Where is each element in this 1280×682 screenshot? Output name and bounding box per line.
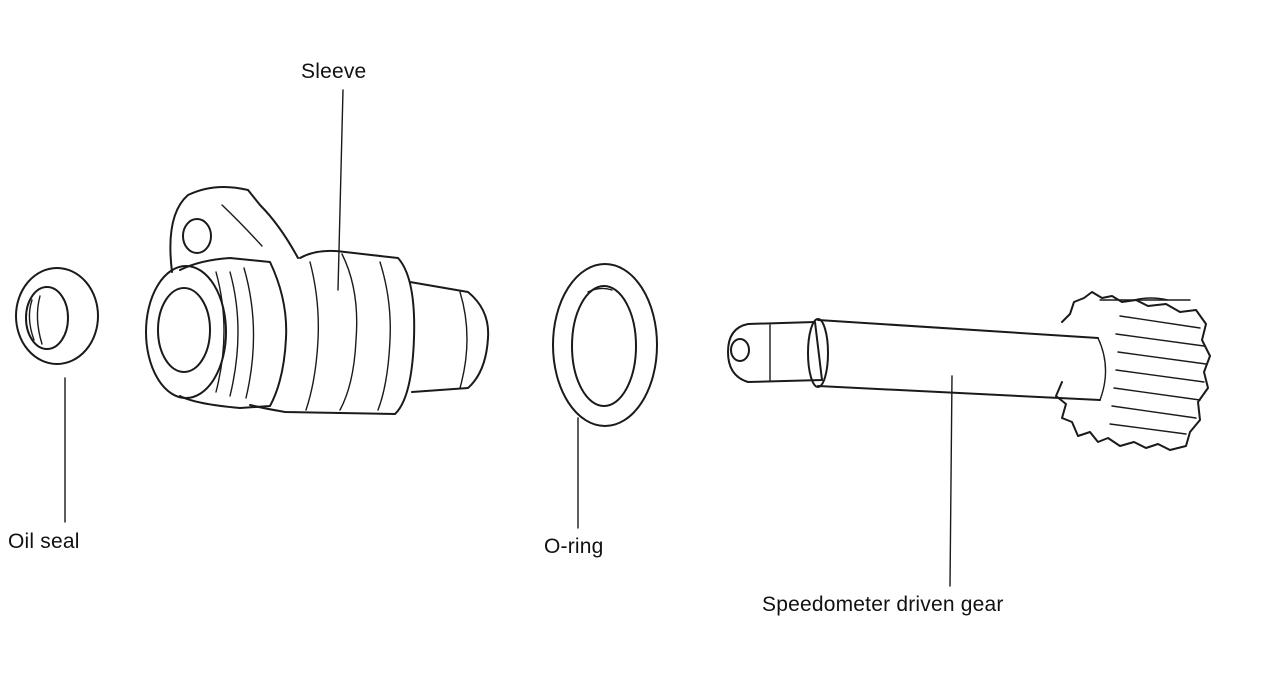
speedometer-driven-gear-part [727,291,1211,451]
o-ring-label: O-ring [544,535,604,558]
oil-seal-part [15,267,99,365]
speedometer-driven-gear-leader-line [949,375,953,587]
sleeve-part [145,185,490,415]
speedometer-driven-gear-label: Speedometer driven gear [762,593,1004,616]
sleeve-leader-line [337,89,344,291]
oil-seal-label: Oil seal [8,530,80,553]
o-ring-part [552,263,658,427]
sleeve-label: Sleeve [301,60,367,83]
